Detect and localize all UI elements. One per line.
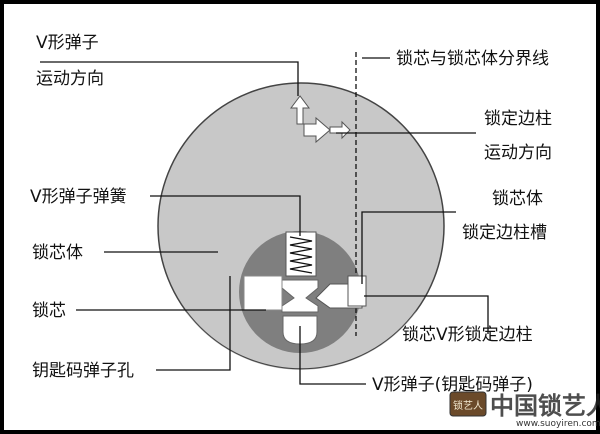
label-v-pin-spring: V形弹子弹簧 [30, 187, 127, 207]
label-lock-body-right-1: 锁芯体 [492, 189, 543, 209]
side-bar-motion-arrow-icon [329, 120, 351, 140]
lock-body-rim [185, 310, 417, 378]
v-pin-motion-arrow-icon [290, 95, 331, 144]
watermark-logo: 锁艺人 中国锁艺人 www.suoyiren.com [449, 391, 600, 429]
label-v-pin-motion-2: 运动方向 [36, 69, 104, 89]
label-v-side-bar: 锁芯V形锁定边柱 [402, 325, 533, 345]
leader-v-pin-key-pin [299, 326, 366, 385]
label-lock-body-right-2: 锁定边柱槽 [462, 223, 547, 243]
label-side-bar-motion-2: 运动方向 [484, 143, 552, 163]
v-pin [281, 279, 319, 313]
label-v-pin-key-pin: V形弹子(钥匙码弹子) [372, 375, 533, 395]
v-pin-spring-coil [289, 236, 313, 274]
label-v-pin-motion-1: V形弹子 [36, 33, 99, 53]
leader-lock-body-right [361, 211, 456, 284]
leader-v-side-bar [364, 295, 489, 334]
label-lock-core: 锁芯 [32, 301, 66, 321]
keyway-block [243, 275, 283, 311]
watermark-badge-text: 锁艺人 [453, 399, 483, 412]
label-shear-line: 锁芯与锁芯体分界线 [396, 49, 549, 69]
label-keyway: 钥匙码弹子孔 [32, 361, 134, 381]
label-side-bar-motion-1: 锁定边柱 [484, 109, 552, 129]
side-bar-slot [347, 275, 367, 307]
leader-v-pin-motion [40, 61, 299, 96]
watermark-url: www.suoyiren.com [516, 419, 600, 429]
label-lock-body-left: 锁芯体 [32, 243, 83, 263]
leader-v-pin-spring [150, 195, 301, 236]
leader-keyway [156, 276, 231, 371]
watermark-brand-text: 中国锁艺人 [490, 391, 600, 420]
